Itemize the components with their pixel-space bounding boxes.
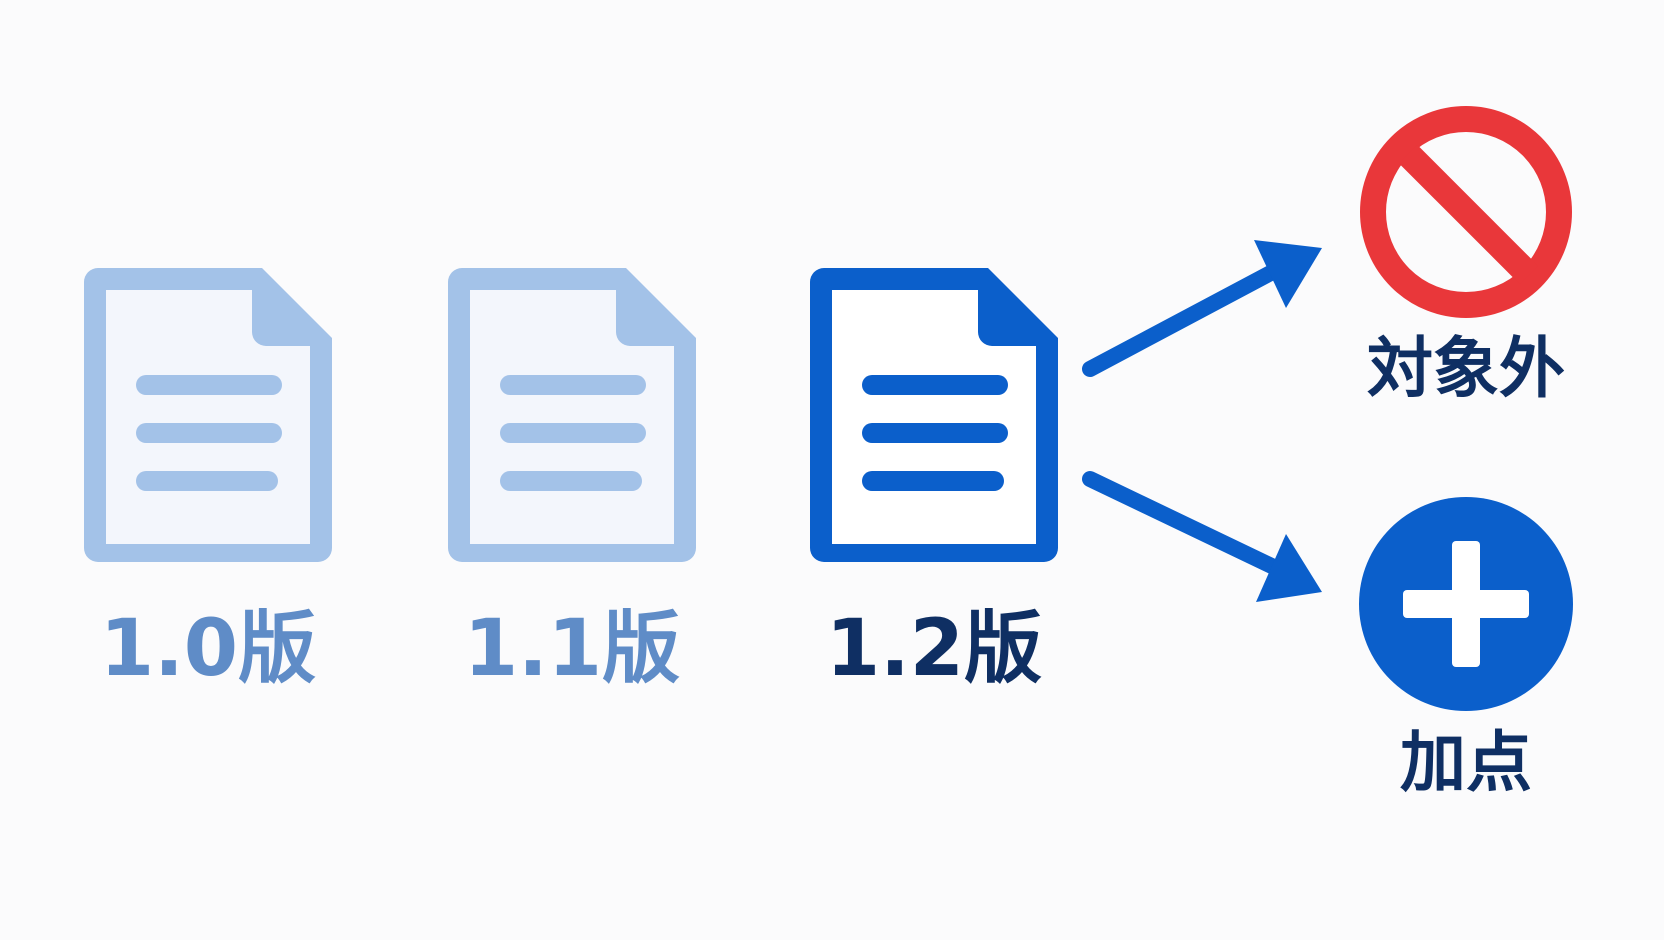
arrow-to-bonus-icon (1082, 471, 1322, 602)
document-icon-v1-1 (448, 268, 696, 562)
prohibited-icon (1360, 106, 1572, 318)
document-icon-v1-0 (84, 268, 332, 562)
plus-circle-icon (1359, 497, 1573, 711)
version-label-1-0: 1.0版 (99, 604, 317, 694)
version-label-1-2: 1.2版 (825, 604, 1043, 694)
bonus-label: 加点 (1400, 724, 1532, 801)
arrow-to-excluded-icon (1082, 240, 1322, 377)
version-label-1-1: 1.1版 (463, 604, 681, 694)
excluded-label: 対象外 (1367, 330, 1565, 407)
document-icon-v1-2 (810, 268, 1058, 562)
